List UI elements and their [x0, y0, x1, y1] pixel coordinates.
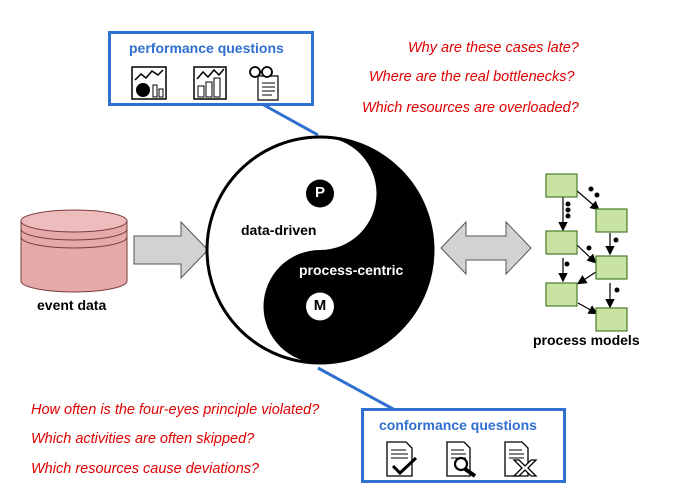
document-search-icon: [446, 441, 477, 478]
process-model-nodes: [545, 173, 628, 332]
process-models-double-arrow: [440, 220, 532, 276]
process-models-label: process models: [533, 332, 640, 348]
conformance-questions-box: conformance questions: [361, 408, 566, 483]
performance-questions-title: performance questions: [129, 40, 284, 56]
yin-yang-letter-m: M: [313, 297, 327, 314]
conformance-connector: [317, 366, 396, 412]
event-data-cylinder: [20, 209, 128, 293]
yin-yang-symbol: [205, 135, 435, 365]
yin-yang-letter-p: P: [314, 184, 325, 201]
glasses-document-icon: [249, 66, 279, 101]
process-model-tokens: [564, 186, 620, 293]
conformance-question-1: How often is the four-eyes principle vio…: [31, 402, 320, 418]
chart-bar-icon: [193, 66, 227, 100]
document-check-icon: [386, 441, 418, 477]
process-centric-label: process-centric: [299, 262, 404, 278]
event-data-label: event data: [37, 297, 107, 313]
event-data-arrow: [133, 220, 209, 280]
conformance-questions-title: conformance questions: [379, 417, 537, 433]
performance-question-1: Why are these cases late?: [408, 40, 579, 56]
data-driven-label: data-driven: [241, 222, 317, 238]
process-model-graph: [558, 189, 615, 315]
performance-question-2: Where are the real bottlenecks?: [369, 69, 575, 85]
conformance-question-3: Which resources cause deviations?: [31, 461, 260, 477]
conformance-question-2: Which activities are often skipped?: [31, 431, 255, 447]
performance-questions-box: performance questions: [108, 31, 314, 106]
chart-pie-icon: [131, 66, 167, 100]
performance-connector: [261, 102, 319, 137]
performance-question-3: Which resources are overloaded?: [362, 100, 579, 116]
document-cross-icon: [504, 441, 538, 477]
